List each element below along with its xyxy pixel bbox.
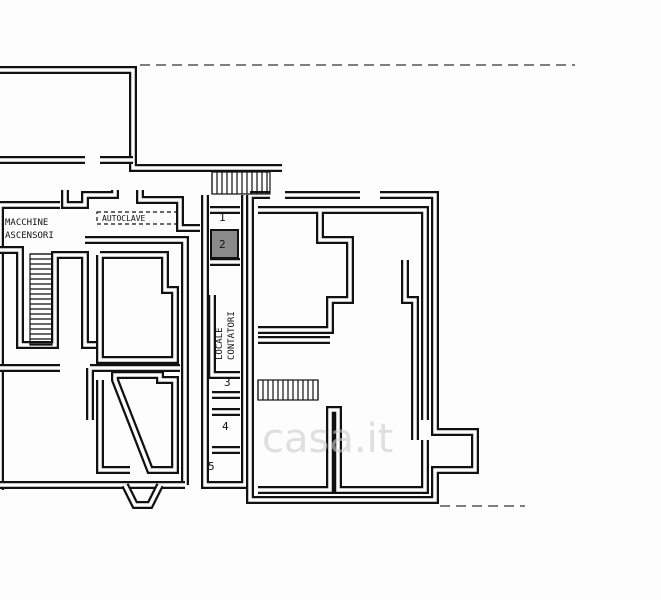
wall-segment [203,195,247,487]
wall-segment [248,193,477,502]
room-number-1: 1 [219,211,226,224]
label-macchine: MACCHINE [5,218,48,228]
room-number-3: 3 [224,376,231,389]
wall-segment [98,373,177,472]
wall-segment [0,68,282,170]
wall-segment [123,484,162,507]
wall-segment [258,336,429,494]
walls [0,66,479,509]
wall-segment [210,208,240,452]
watermark: casa.it [262,416,393,462]
room-number-2: 2 [219,238,226,251]
wall-segment [258,338,427,492]
label-autoclave: AUTOCLAVE [102,214,146,223]
room-number-4: 4 [222,420,229,433]
dashed-guidelines [140,64,575,507]
wall-segment [0,248,100,347]
wall-segment [258,208,427,420]
wall-segment [0,66,282,172]
autoclave-box [96,211,178,225]
label-locale: LOCALE [215,327,225,360]
wall-segment [85,238,187,485]
stair-outline [211,171,271,195]
wall-segment [98,253,177,362]
wall-segment [403,260,417,440]
stairs-right [257,379,319,401]
shaded-room-2 [210,229,239,259]
wall-segment [0,366,180,420]
wall-segment [0,203,60,490]
room-number-5: 5 [208,460,215,473]
stairs-left [29,253,53,346]
label-ascensori: ASCENSORI [5,231,54,241]
label-contatori: CONTATORI [227,311,237,360]
wall-segment [63,190,200,230]
wall-segment [96,371,179,474]
stairs-top [211,171,271,195]
